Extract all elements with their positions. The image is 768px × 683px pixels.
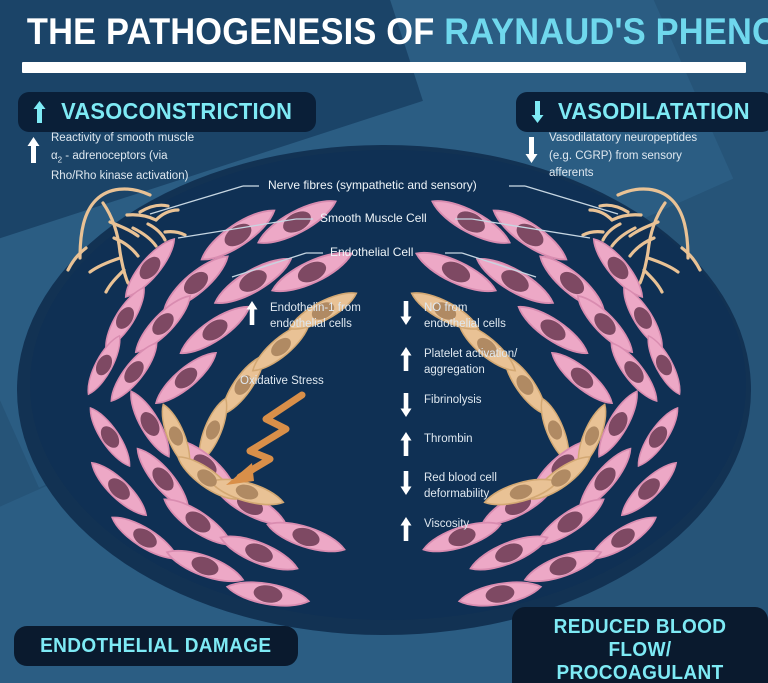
mediator-list-left: Endothelin-1 from endothelial cells	[246, 300, 361, 346]
lightning-bolt-arrow-icon	[226, 391, 306, 485]
up-arrow-icon	[27, 137, 40, 163]
callout-nerve-fibres: Nerve fibres (sympathetic and sensory)	[268, 178, 477, 192]
down-arrow-icon	[400, 301, 412, 325]
down-arrow-icon	[400, 393, 412, 417]
mediator-fibrinolysis-text: Fibrinolysis	[424, 394, 482, 406]
banner-endothelial-damage-label: ENDOTHELIAL DAMAGE	[40, 635, 272, 657]
cell-cluster-top-right	[406, 191, 688, 466]
nerve-fibre-left	[66, 187, 187, 294]
mediator-platelet-activation: Platelet activation/ aggregation	[400, 346, 517, 378]
callout-endothelial-cell: Endothelial Cell	[330, 245, 414, 259]
banner-reduced-blood-flow-label: REDUCED BLOOD FLOW/ PROCOAGULANT TENDENC…	[553, 616, 727, 683]
oxidative-stress-label: Oxidative Stress	[240, 375, 324, 387]
down-arrow-icon	[525, 137, 538, 163]
banner-reduced-blood-flow[interactable]: REDUCED BLOOD FLOW/ PROCOAGULANT TENDENC…	[512, 607, 768, 683]
title-main-text: THE PATHOGENESIS OF	[26, 11, 445, 52]
mediator-fibrinolysis: Fibrinolysis	[400, 392, 517, 417]
note-alpha-subscript: 2	[57, 154, 63, 164]
banner-endothelial-damage[interactable]: ENDOTHELIAL DAMAGE	[14, 626, 298, 666]
note-alpha: α	[51, 149, 58, 162]
up-arrow-icon	[33, 100, 46, 123]
nerve-fibre-right	[581, 187, 702, 294]
cell-cluster-bottom-right	[419, 385, 686, 613]
note-vasodilatation: Vasodilatatory neuropeptides (e.g. CGRP)…	[525, 130, 755, 183]
mediator-platelet-activation-text: Platelet activation/ aggregation	[424, 348, 518, 376]
page-title: THE PATHOGENESIS OF RAYNAUD'S PHENOMENON	[0, 10, 768, 54]
mediator-rbc-deformability: Red blood cell deformability	[400, 470, 517, 502]
mediator-endothelin-1-text: Endothelin-1 from endothelial cells	[270, 302, 361, 330]
note-vasoconstriction-text: Reactivity of smooth muscle α2 - adrenoce…	[51, 130, 194, 186]
up-arrow-icon	[400, 347, 412, 371]
down-arrow-icon	[400, 471, 412, 495]
callout-smooth-muscle-cell: Smooth Muscle Cell	[320, 211, 427, 225]
mediator-nitric-oxide-text: NO from endothelial cells	[424, 302, 506, 330]
badge-vasoconstriction[interactable]: VASOCONSTRICTION	[18, 92, 317, 132]
title-accent-text: RAYNAUD'S PHENOMENON	[444, 11, 768, 52]
up-arrow-icon	[246, 301, 258, 325]
badge-vasodilatation-label: VASODILATATION	[558, 98, 750, 124]
note-vasodilatation-text: Vasodilatatory neuropeptides (e.g. CGRP)…	[549, 132, 698, 179]
mediator-viscosity-text: Viscosity	[424, 518, 470, 530]
mediator-list-right: NO from endothelial cells Platelet activ…	[400, 300, 517, 555]
mediator-endothelin-1: Endothelin-1 from endothelial cells	[246, 300, 361, 332]
callout-leader-lines	[149, 185, 619, 278]
mediator-nitric-oxide: NO from endothelial cells	[400, 300, 517, 332]
mediator-rbc-deformability-text: Red blood cell deformability	[424, 472, 497, 500]
badge-vasodilatation[interactable]: VASODILATATION	[516, 92, 768, 132]
down-arrow-icon	[531, 100, 544, 123]
note-line-3: Rho/Rho kinase activation)	[51, 170, 189, 183]
up-arrow-icon	[400, 517, 412, 541]
mediator-thrombin-text: Thrombin	[424, 433, 473, 445]
mediator-viscosity: Viscosity	[400, 516, 517, 541]
cell-cluster-top-left	[80, 191, 362, 466]
note-line-1: Reactivity of smooth muscle	[51, 132, 195, 144]
badge-vasoconstriction-label: VASOCONSTRICTION	[61, 98, 293, 124]
cell-cluster-bottom-left	[82, 385, 349, 613]
up-arrow-icon	[400, 432, 412, 456]
note-vasoconstriction: Reactivity of smooth muscle α2 - adrenoce…	[27, 130, 257, 186]
mediator-thrombin: Thrombin	[400, 431, 517, 456]
title-underline-rule	[22, 62, 746, 73]
note-line-2: - adrenoceptors (via	[62, 149, 168, 162]
